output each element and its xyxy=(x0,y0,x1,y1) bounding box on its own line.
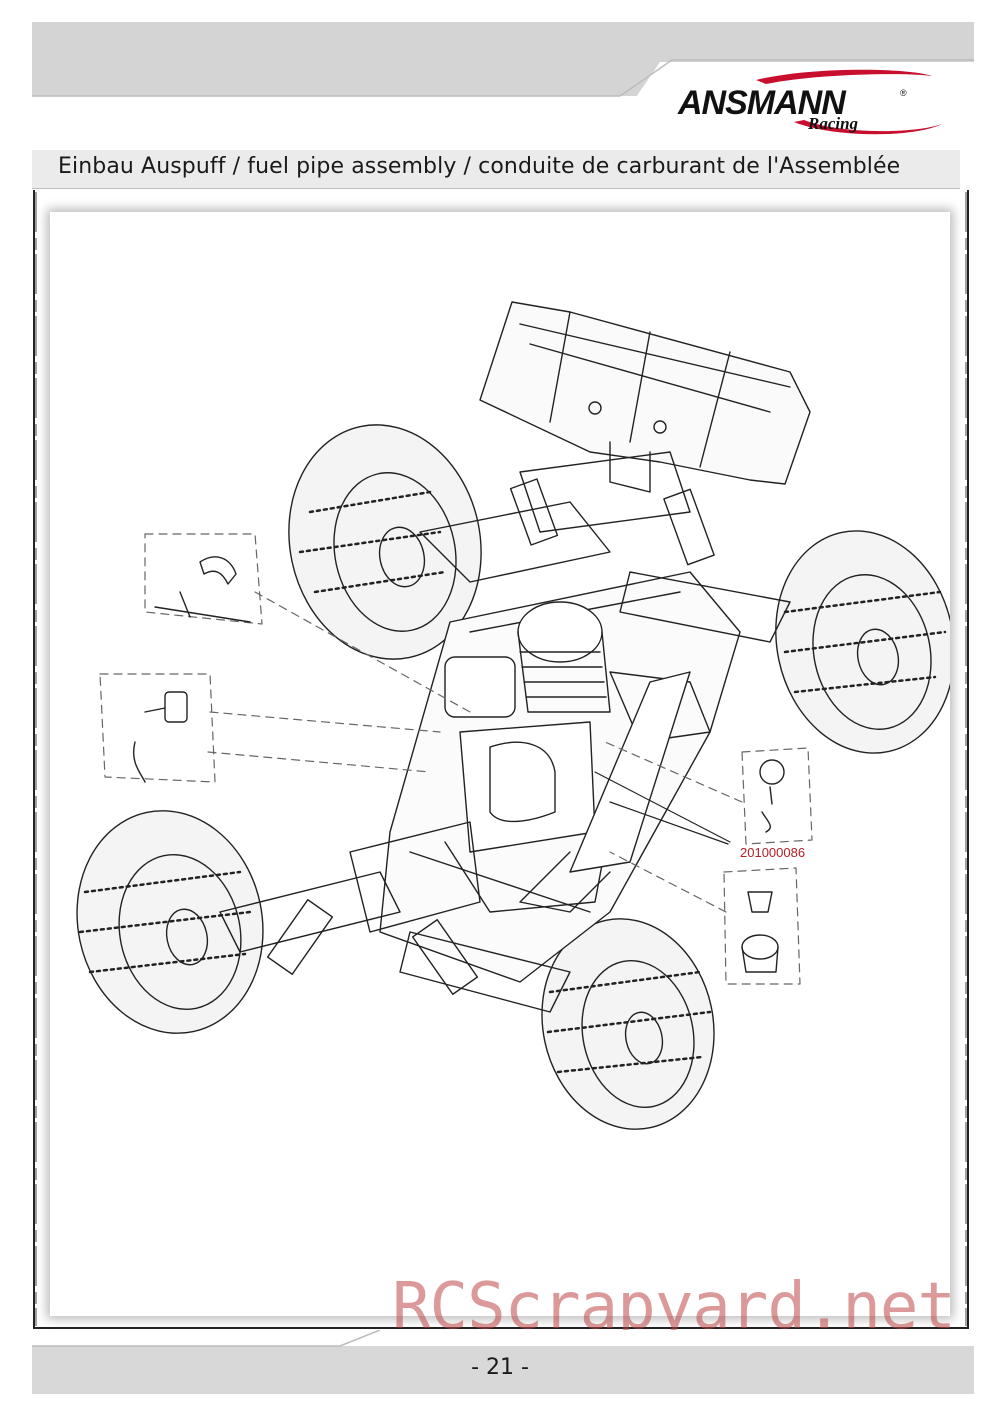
callout-elbow xyxy=(154,556,251,623)
part-number-label: 201000086 xyxy=(740,845,806,860)
wheel-front-right xyxy=(541,918,715,1130)
front-suspension xyxy=(219,821,571,1013)
rear-suspension xyxy=(419,451,791,643)
page-number: - 21 - xyxy=(471,1355,529,1380)
logo-swoosh-icon xyxy=(756,69,942,135)
exhaust-pipe xyxy=(519,671,691,913)
footer-decoration xyxy=(32,1330,974,1347)
wheel-rear-right xyxy=(775,530,950,754)
brand-name: ANSMANN xyxy=(678,84,846,122)
wheel-rear-left xyxy=(288,424,482,660)
engine xyxy=(444,601,711,743)
footer-band xyxy=(32,1346,974,1394)
callout-fitting xyxy=(133,691,188,783)
wheel-front-left xyxy=(76,810,264,1034)
title-bar xyxy=(32,150,970,189)
page-title: Einbau Auspuff / fuel pipe assembly / co… xyxy=(58,154,901,179)
callout-cap xyxy=(741,891,779,973)
content-frame xyxy=(33,190,969,1329)
assembly-diagram xyxy=(76,301,950,1130)
brand-subtitle: Racing xyxy=(808,114,859,133)
ansmann-logo xyxy=(664,64,954,144)
registered-mark: ® xyxy=(900,88,907,98)
callout-clamp xyxy=(759,759,785,833)
rear-wing xyxy=(479,301,811,493)
title-bar-corner xyxy=(960,150,970,190)
header-decoration xyxy=(32,59,974,150)
